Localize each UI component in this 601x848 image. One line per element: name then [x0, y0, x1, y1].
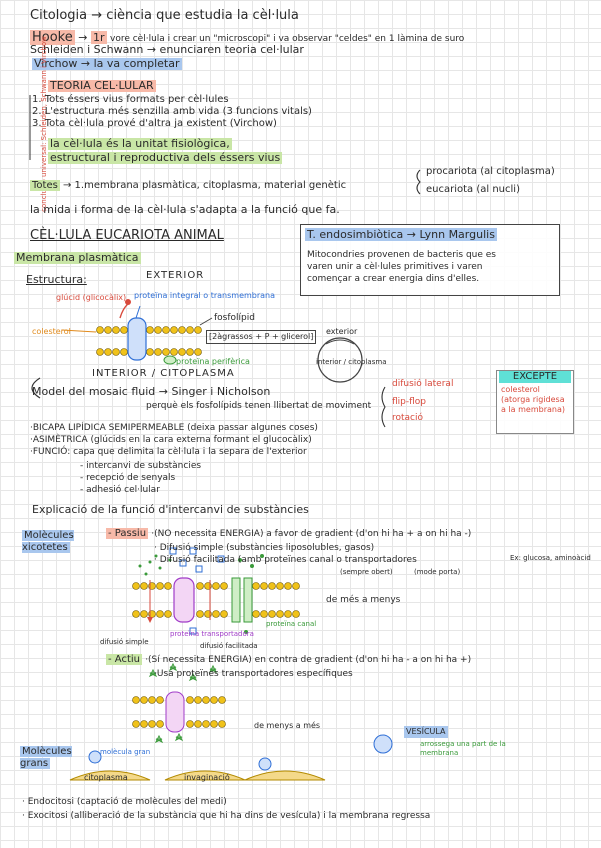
proteina-periferica-label: proteïna perifèrica	[176, 357, 250, 366]
exterior-small: exterior	[326, 327, 358, 336]
difusio-simple: · Difusió simple (substàncies liposolubl…	[154, 543, 375, 553]
colesterol-label: colesterol	[32, 327, 71, 336]
endosimbiotica-line-1: Mitocondries provenen de bacteris que es	[307, 250, 496, 260]
estructura-label: Estructura:	[26, 273, 87, 286]
mosaic-perque: perquè els fosfolípids tenen llibertat d…	[146, 401, 372, 411]
invaginacio-label: invaginació	[184, 773, 230, 782]
procariota: procariota (al citoplasma)	[426, 166, 555, 177]
endosimbiotica-box: T. endosimbiòtica → Lynn Margulis Mitoco…	[300, 224, 560, 296]
mosaic-option-rotacio: rotació	[392, 413, 424, 423]
molecules-xicotetes: Molècules xicotetes	[22, 530, 74, 553]
mosaic-line: Model del mosaic fluid → Singer i Nichol…	[32, 385, 271, 398]
de-menys-a-mes: de menys a més	[254, 721, 321, 730]
passiu-ex: Ex: glucosa, aminoàcid	[510, 554, 591, 562]
endosimbiotica-line-3: començar a crear energia dins d'elles.	[307, 274, 480, 284]
bicapa-1: ·BICAPA LIPÍDICA SEMIPERMEABLE (deixa pa…	[30, 423, 318, 433]
endosimbiotica-title: T. endosimbiòtica → Lynn Margulis	[305, 228, 497, 241]
bicapa-3: ·FUNCIÓ: capa que delimita la cèl·lula i…	[30, 447, 307, 457]
explicacio-heading: Explicació de la funció d'intercanvi de …	[32, 503, 309, 516]
passiu-sempre: (sempre obert)	[340, 568, 393, 576]
teoria-item-3: 3. Tota cèl·lula prové d'altra ja existe…	[32, 118, 277, 129]
hooke-first: 1r	[90, 31, 107, 44]
actiu-line: - Actiu ·(Sí necessita ENERGIA) en contr…	[106, 654, 472, 665]
molecules-grans: Molècules grans	[20, 746, 72, 769]
citoplasma-label: citoplasma	[84, 773, 128, 782]
interior-small: interior / citoplasma	[316, 358, 387, 366]
endocytosis-diagram	[69, 734, 393, 781]
mosaic-option-lateral: difusió lateral	[392, 379, 454, 389]
funcio-1: - intercanvi de substàncies	[80, 461, 202, 471]
membrane-structure-diagram	[31, 299, 363, 399]
teoria-heading: TEORIA CEL·LULAR	[48, 79, 156, 92]
virchow-line: Virchow → la va completar	[32, 57, 182, 70]
difusio-facilitada-label: difusió facilitada	[200, 642, 258, 650]
glucid-label: glúcid (glicocàlix)	[56, 293, 127, 302]
proteina-canal-label: proteïna canal	[266, 620, 317, 628]
funcio-3: - adhesió cel·lular	[80, 485, 160, 495]
excepte-body: colesterol (atorga rigidesa a la membran…	[501, 385, 565, 414]
mida-line: la mida i forma de la cèl·lula s'adapta …	[30, 203, 340, 216]
vesicula-label: VESÍCULA	[404, 726, 448, 738]
excepte-box: EXCEPTE colesterol (atorga rigidesa a la…	[496, 370, 574, 434]
eucariota-heading: CÈL·LULA EUCARIOTA ANIMAL	[30, 228, 224, 243]
actiu-usa: ·Usa proteïnes transportadores específiq…	[154, 669, 353, 679]
teoria-item-1: 1. Tots éssers vius formats per cèl·lule…	[32, 94, 229, 105]
active-membrane	[132, 662, 226, 744]
passiu-line: - Passiu ·(NO necessita ENERGIA) a favor…	[106, 528, 472, 539]
page-title: Citologia → ciència que estudia la cèl·l…	[30, 8, 299, 23]
teoria-item-2: 2. L'estructura més senzilla amb vida (3…	[32, 106, 312, 117]
membrana-heading: Membrana plasmàtica	[14, 251, 141, 264]
hooke-name: Hooke	[30, 30, 75, 45]
endosimbiotica-line-2: varen unir a cèl·lules primitives i vare…	[307, 262, 483, 272]
proteina-transportadora-label: proteïna transportadora	[170, 630, 254, 638]
excepte-title: EXCEPTE	[499, 371, 571, 383]
molecula-gran-label: molècula gran	[100, 748, 151, 756]
passive-membrane	[132, 547, 300, 635]
passiu-mode: (mode porta)	[414, 568, 461, 576]
fosfolipid-label: fosfolípid	[214, 313, 255, 323]
proteina-integral-label: proteïna integral o transmembrana	[134, 291, 276, 300]
hooke-line: Hooke → 1r vore cèl·lula i crear un "mic…	[30, 30, 465, 45]
mosaic-option-flipflop: flip-flop	[392, 397, 427, 407]
hooke-text: vore cèl·lula i crear un "microscopi" i …	[110, 34, 465, 44]
totes-line: Totes → 1.membrana plasmàtica, citoplasm…	[30, 180, 347, 191]
difusio-simple-label: difusió simple	[100, 638, 149, 646]
exterior-label: EXTERIOR	[146, 270, 205, 281]
de-mes-a-menys: de més a menys	[326, 595, 401, 605]
schleiden-line: Schleiden i Schwann → enunciaren teoria …	[30, 43, 304, 56]
eucariota: eucariota (al nucli)	[426, 184, 520, 195]
teoria-summary-1: la cèl·lula és la unitat fisiològica,	[48, 137, 232, 150]
arrossega-label: arrossega una part de la membrana	[420, 740, 506, 757]
difusio-facilitada: · Difusió facilitada (amb proteïnes cana…	[154, 555, 417, 565]
teoria-summary-2: estructural i reproductiva dels éssers v…	[48, 151, 283, 164]
bicapa-2: ·ASIMÈTRICA (glúcids en la cara externa …	[30, 435, 312, 445]
funcio-2: - recepció de senyals	[80, 473, 176, 483]
fosfolipid-formula: [2àgrassos + P + glicerol]	[206, 330, 317, 344]
endocitosi-line: · Endocitosi (captació de molècules del …	[22, 797, 227, 807]
interior-label: INTERIOR / CITOPLASMA	[92, 368, 235, 379]
exocitosi-line: · Exocitosi (alliberació de la substànci…	[22, 811, 431, 821]
